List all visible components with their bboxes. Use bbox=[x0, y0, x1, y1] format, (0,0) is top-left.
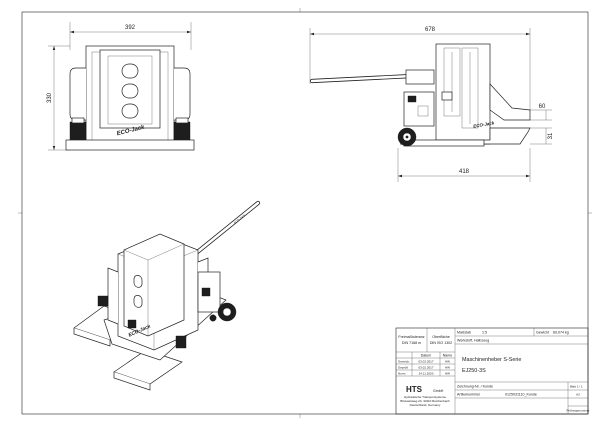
tb-row-label-norm: Norm bbox=[398, 372, 406, 376]
tb-row-label-drawn: Gezeich. bbox=[398, 360, 410, 364]
tb-weight-value: 69,074 kg bbox=[553, 331, 569, 335]
front-height-label: 330 bbox=[47, 92, 53, 103]
iso-handle-left bbox=[107, 267, 119, 325]
front-handle-right bbox=[174, 67, 191, 121]
tb-tolerance-label: Freimaßtoleranz bbox=[398, 335, 424, 339]
front-toe-left bbox=[69, 121, 87, 141]
side-base-label: 418 bbox=[459, 169, 470, 175]
tb-surface-value: DIN ISO 1302 bbox=[430, 341, 452, 345]
side-dimension-31: 31 bbox=[548, 132, 554, 139]
tb-row-name-checked: HW bbox=[445, 366, 450, 370]
side-base-dimension: 418 bbox=[397, 148, 531, 182]
iso-lift-column bbox=[123, 233, 185, 337]
iso-pad-right bbox=[175, 335, 187, 349]
front-column-slot-upper bbox=[121, 63, 139, 79]
front-handle-left bbox=[69, 67, 86, 121]
tb-name-header: Name bbox=[443, 354, 453, 358]
tb-material-label: Werkstoff, Halbzeug bbox=[457, 339, 489, 343]
tb-company-line-1: Hydraulische Transportsysteme bbox=[404, 395, 446, 399]
tb-row-name-norm: HW bbox=[445, 372, 450, 376]
front-width-label: 392 bbox=[125, 25, 136, 31]
side-brand-text: ECO-Jack bbox=[473, 120, 495, 129]
tb-row-label-checked: Geprüft bbox=[398, 366, 408, 370]
iso-column-slot-lower bbox=[133, 295, 143, 308]
side-view: 678 ECO-Jack bbox=[309, 27, 554, 182]
tb-sheet-label: Blatt 1 / 1 bbox=[570, 385, 583, 389]
side-toe-profile bbox=[489, 83, 531, 121]
tb-row-date-checked: 03.02.2017 bbox=[418, 366, 433, 370]
tb-project-label: Prüfungsnummer bbox=[566, 409, 589, 413]
tb-scale-value: 1:5 bbox=[482, 331, 487, 335]
side-dimension-60: 60 bbox=[539, 104, 546, 110]
tb-article-value: 0125031110_Kunde bbox=[505, 393, 537, 397]
tb-row-date-norm: 14.11.2020 bbox=[419, 372, 434, 376]
iso-pump-handle bbox=[188, 201, 260, 260]
side-length-dimension: 678 bbox=[309, 27, 531, 110]
iso-column-slot-upper bbox=[133, 275, 143, 288]
frame-ticks bbox=[18, 8, 592, 418]
tb-weight-label: Gewicht bbox=[536, 331, 549, 335]
tb-title-line-2: EJ250-3S bbox=[462, 368, 486, 374]
front-column-slot-middle bbox=[121, 83, 139, 99]
tb-company-suffix: GmbH bbox=[433, 389, 444, 393]
iso-pad-left bbox=[97, 295, 109, 307]
tb-date-header: Datum bbox=[421, 354, 432, 358]
tb-row-date-drawn: 03.02.2017 bbox=[418, 360, 433, 364]
tb-tolerance-value: DIN 7168 m bbox=[402, 341, 421, 345]
iso-handle-text: ECO-Jack bbox=[233, 213, 247, 225]
isometric-view: ECO-Jack ECO-Jack bbox=[73, 200, 261, 391]
tb-row-name-drawn: HW bbox=[445, 360, 450, 364]
tb-company-line-3: Deutschland, Germany bbox=[410, 403, 441, 407]
side-pump-handle bbox=[310, 74, 414, 83]
front-view: 392 330 ECO-Jack bbox=[47, 22, 195, 151]
front-height-dimension: 330 bbox=[47, 45, 70, 151]
tb-article-label: Artikelnummer bbox=[457, 393, 481, 397]
side-pump-head bbox=[405, 69, 435, 85]
side-right-dimensions: 60 31 bbox=[530, 104, 554, 145]
front-width-dimension: 392 bbox=[69, 22, 192, 50]
front-base-plate bbox=[65, 139, 195, 151]
tb-scale-label: Maßstab bbox=[457, 331, 471, 335]
tb-drawing-no-label: Zeichnung-Nr. / Kunde bbox=[457, 385, 493, 389]
front-toe-right bbox=[173, 121, 191, 141]
tb-company-line-2: Brüsselsweg 24, 33110 Reichenbach bbox=[400, 399, 450, 403]
tb-company-logo: HTS bbox=[406, 385, 423, 394]
side-pump-body bbox=[403, 91, 435, 127]
tb-format-value: A3 bbox=[576, 393, 580, 397]
tb-title-line-1: Maschinenheber S-Serie bbox=[462, 357, 521, 363]
front-column-slot-lower bbox=[121, 103, 139, 119]
tb-surface-label: Oberfläche bbox=[432, 335, 450, 339]
title-block: Freimaßtoleranz DIN 7168 m Oberfläche DI… bbox=[395, 327, 590, 415]
side-length-label: 678 bbox=[425, 27, 436, 33]
side-side-window bbox=[441, 91, 453, 101]
